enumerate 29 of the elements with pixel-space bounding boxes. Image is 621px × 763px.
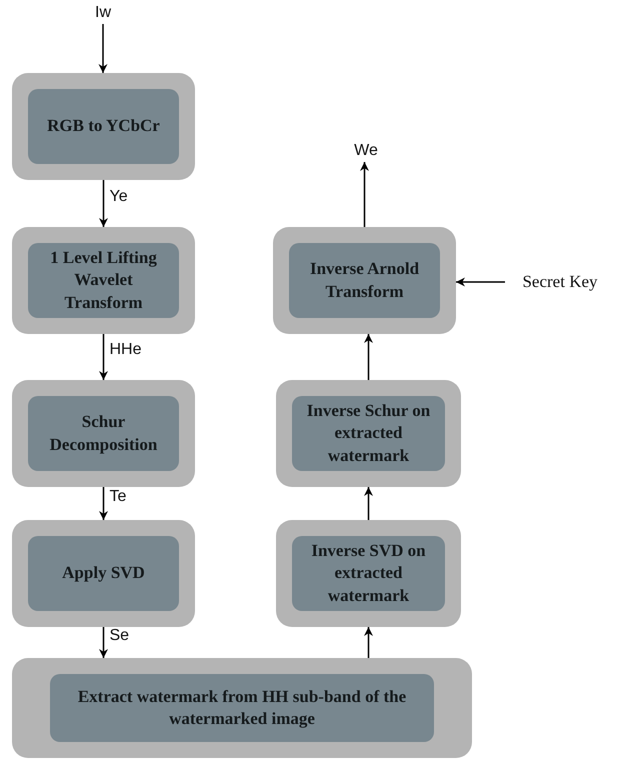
signal-label: Iw	[95, 4, 111, 22]
process-box	[273, 227, 456, 334]
arrow	[99, 487, 108, 520]
process-box	[12, 658, 472, 758]
arrow	[456, 278, 505, 286]
process-label: Apply SVD	[62, 562, 145, 584]
arrow	[364, 627, 373, 658]
arrow	[364, 334, 373, 380]
arrow	[99, 334, 108, 380]
arrow	[360, 162, 369, 227]
signal-label: Secret Key	[522, 272, 598, 292]
arrow	[99, 627, 108, 658]
process-label: Schur Decomposition	[48, 411, 158, 456]
signal-label: We	[354, 142, 378, 160]
process-box	[276, 380, 461, 487]
arrow	[98, 24, 108, 73]
process-label: 1 Level Lifting Wavelet Transform	[49, 247, 158, 314]
process-label: Inverse SVD on extracted watermark	[310, 540, 427, 607]
process-box	[12, 380, 195, 487]
process-label: Inverse Arnold Transform	[308, 258, 420, 302]
process-label: RGB to YCbCr	[47, 115, 160, 138]
process-box	[12, 520, 195, 627]
process-box	[12, 227, 195, 334]
process-label: Inverse Schur on extracted watermark	[306, 400, 432, 467]
process-box	[12, 73, 195, 180]
process-label: Extract watermark from HH sub-band of the watermarked image	[76, 686, 408, 730]
arrow	[99, 180, 108, 227]
process-box	[276, 520, 461, 627]
arrow	[364, 487, 373, 520]
